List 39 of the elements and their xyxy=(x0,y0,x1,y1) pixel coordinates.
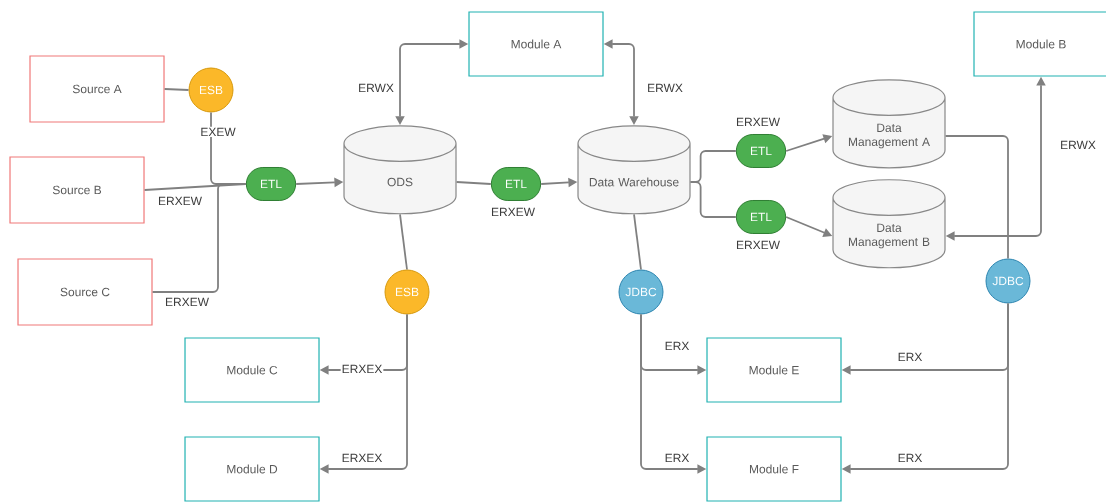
edge-label: ERXEW xyxy=(157,195,203,207)
edge-label: ERX xyxy=(896,452,924,464)
module-box: Module D xyxy=(184,436,320,502)
edge-label: ERXEX xyxy=(340,363,384,375)
etl-pill: ETL xyxy=(245,167,297,201)
edge-label: EXEW xyxy=(199,126,237,138)
connector-line xyxy=(944,135,1009,260)
module-box: Module A xyxy=(468,11,604,77)
connector-line xyxy=(163,88,190,91)
edge-label: ERXEW xyxy=(164,296,210,308)
connector-line xyxy=(151,183,247,293)
source-box: Source B xyxy=(9,156,145,224)
edge-label: ERXEW xyxy=(735,116,781,128)
edge-label: ERXEW xyxy=(490,206,536,218)
edge-label: ERX xyxy=(663,340,691,352)
connector-line xyxy=(455,181,492,185)
edge-label: ERWX xyxy=(1059,139,1097,151)
etl-pill: ETL xyxy=(735,200,787,234)
edge-label: ERX xyxy=(896,351,924,363)
source-box: Source C xyxy=(17,258,153,326)
module-box: Module F xyxy=(706,436,842,502)
edge-label: ERWX xyxy=(357,82,395,94)
edge-label: ERWX xyxy=(646,82,684,94)
database-cylinder: Data Management A xyxy=(832,79,946,169)
etl-pill: ETL xyxy=(735,134,787,168)
edge-label: ERXEW xyxy=(735,239,781,251)
database-cylinder: Data Management B xyxy=(832,179,946,269)
module-box: Module E xyxy=(706,337,842,403)
connector-line xyxy=(689,181,737,218)
connector-line xyxy=(399,213,408,271)
edge-label: ERXEX xyxy=(340,452,384,464)
connector-line xyxy=(633,213,642,271)
database-cylinder: ODS xyxy=(343,125,457,215)
database-cylinder: Data Warehouse xyxy=(577,125,691,215)
module-box: Module B xyxy=(973,11,1106,77)
edge-label: ERX xyxy=(663,452,691,464)
module-box: Module C xyxy=(184,337,320,403)
source-box: Source A xyxy=(29,55,165,123)
etl-pill: ETL xyxy=(490,167,542,201)
